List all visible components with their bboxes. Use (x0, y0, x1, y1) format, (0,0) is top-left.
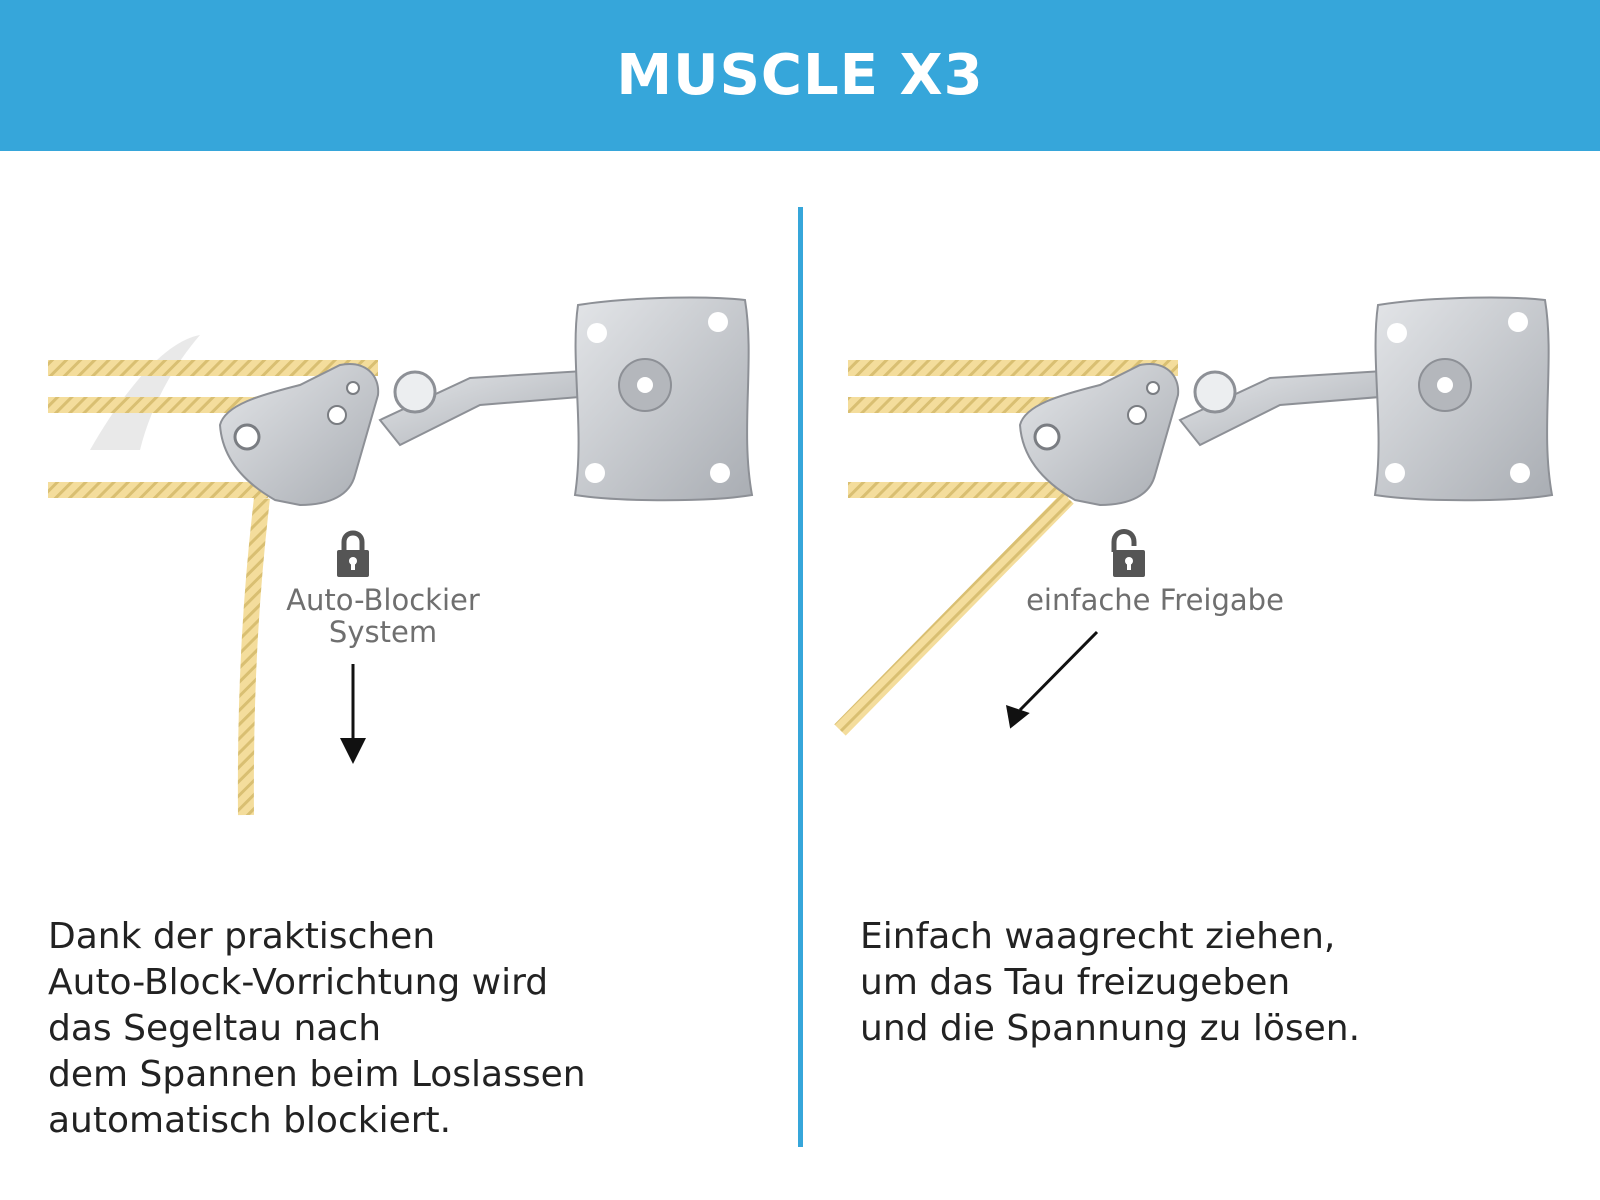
auto-block-description: Dank der praktischen Auto-Block-Vorricht… (48, 916, 586, 1141)
rope-strand (48, 397, 258, 413)
release-illustration (834, 296, 1554, 736)
rope-strand (48, 360, 378, 376)
rope-strand (848, 482, 1068, 498)
panel-divider (798, 207, 803, 1147)
rope-strand (848, 397, 1058, 413)
shackle-pin (1193, 370, 1237, 414)
down-left-arrow-icon (1005, 630, 1099, 729)
header-banner: MUSCLE X3 (0, 0, 1600, 151)
cleat-body (1018, 363, 1180, 507)
lock-open-icon (1111, 529, 1145, 577)
rope-pull-end (834, 492, 1074, 736)
page-title: MUSCLE X3 (616, 43, 984, 108)
shackle-pin (393, 370, 437, 414)
rope-strand (48, 482, 268, 498)
release-description: Einfach waagrecht ziehen, um das Tau fre… (860, 916, 1361, 1049)
rope-strand (848, 360, 1178, 376)
watermark-logo (90, 335, 200, 450)
rope-pull-end (237, 497, 270, 816)
cleat-body (218, 363, 380, 507)
auto-block-illustration (48, 296, 754, 816)
auto-block-label: Auto-Blockier System (286, 583, 480, 649)
release-label: einfache Freigabe (1026, 583, 1284, 617)
down-arrow-icon (340, 664, 366, 764)
lock-closed-icon (337, 530, 369, 577)
